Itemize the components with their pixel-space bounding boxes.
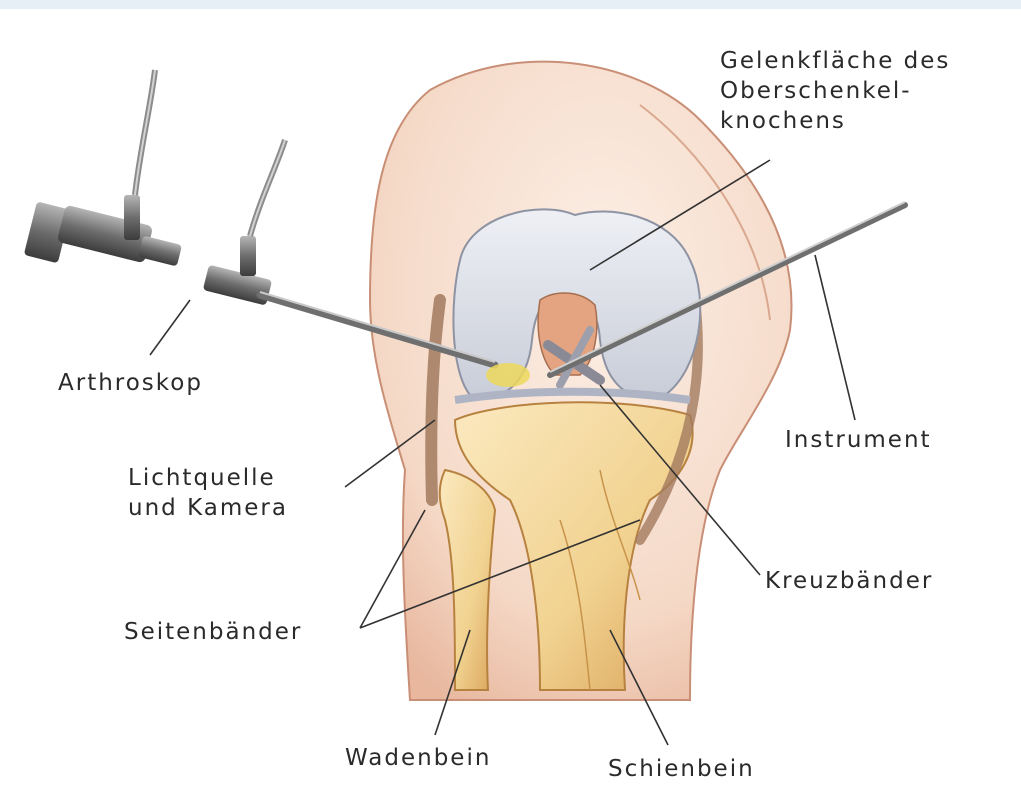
label-cruciate: Kreuzbänder [765, 566, 933, 596]
label-fibula: Wadenbein [345, 743, 491, 773]
leader-instrument [815, 255, 855, 420]
label-light-camera: Lichtquelle und Kamera [128, 463, 288, 523]
label-femur-surface: Gelenkfläche des Oberschenkel- knochens [720, 46, 950, 136]
label-tibia: Schienbein [608, 754, 755, 784]
label-collateral: Seitenbänder [124, 617, 302, 647]
label-instrument: Instrument [785, 425, 932, 455]
leader-arthroscope [150, 300, 190, 355]
label-arthroscope: Arthroskop [58, 368, 203, 398]
